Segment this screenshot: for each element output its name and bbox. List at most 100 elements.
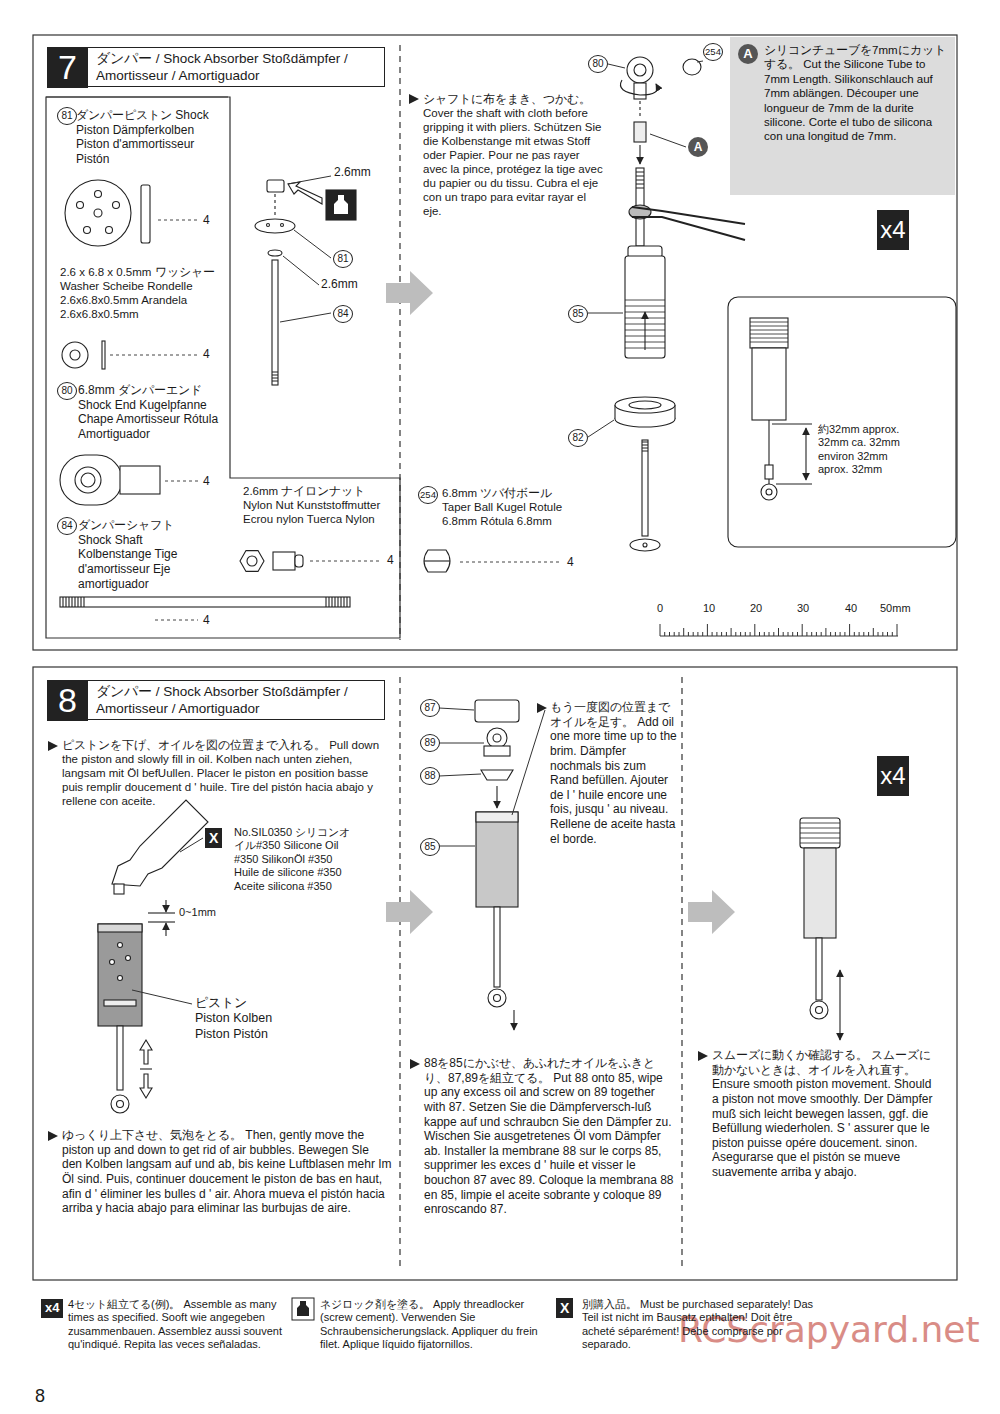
oil-fill-drawing <box>140 1074 152 1098</box>
shock-drawing <box>634 122 646 142</box>
note-box: Aシリコンチューブを7mmにカットする。 Cut the Silicone Tu… <box>730 37 955 195</box>
ruler <box>679 632 680 636</box>
callout-number: 88 <box>420 767 440 785</box>
ruler <box>830 632 831 636</box>
callout-number: 80 <box>57 382 77 400</box>
ruler <box>674 632 675 636</box>
part-drawing <box>60 455 122 505</box>
oil-fill-drawing <box>118 943 123 948</box>
ruler <box>764 632 765 636</box>
inset-drawing <box>750 318 788 348</box>
callout-number: 85 <box>420 838 440 856</box>
inset-drawing <box>776 483 812 484</box>
inset-drawing <box>768 479 769 484</box>
shock-assembled <box>816 938 822 1000</box>
shock-exploded <box>481 770 513 780</box>
leader-line <box>460 562 562 563</box>
inset-drawing <box>728 297 956 547</box>
part-drawing <box>273 552 295 570</box>
ruler <box>702 632 703 636</box>
label-text: 6.8mm ダンパーエンド Shock End Kugelpfanne Chap… <box>78 383 223 442</box>
label-text: 0~1mm <box>179 906 216 919</box>
leader-line <box>132 838 203 1004</box>
threadlock-icon <box>292 1298 314 1320</box>
shock-drawing <box>627 57 653 83</box>
flow-arrow <box>386 271 433 315</box>
step-number: 8 <box>47 680 88 721</box>
legend-text: 4セット組立てる(例)。 Assemble as many times as s… <box>68 1298 283 1352</box>
label-text: 50mm <box>880 602 911 615</box>
leader-line <box>280 176 331 322</box>
repeat-count: x4 <box>877 756 909 796</box>
ruler <box>721 632 722 636</box>
pointer-mark <box>48 741 58 751</box>
part-drawing <box>65 180 131 246</box>
leader-line <box>180 838 203 852</box>
label-text: ピストンを下げ、オイルを図の位置まで入れる。 Pull down the pis… <box>62 738 392 808</box>
label-text: 20 <box>750 602 762 615</box>
oil-fill-drawing <box>165 900 166 912</box>
ruler <box>683 628 684 636</box>
leader-line <box>288 176 331 184</box>
ruler <box>754 624 755 636</box>
panel-frame <box>33 35 957 650</box>
shock-drawing <box>642 440 648 536</box>
callout-letter: A <box>738 44 758 64</box>
panel-frame <box>33 667 957 1280</box>
panel-frame <box>46 96 228 97</box>
inset-drawing <box>750 322 788 342</box>
part-drawing <box>424 560 450 561</box>
shock-exploded <box>493 734 501 742</box>
shock-exploded <box>487 728 507 748</box>
pointer-mark <box>48 94 708 1141</box>
shock-assembled <box>816 1007 823 1014</box>
symbol-box: X <box>205 828 222 848</box>
ruler <box>892 632 893 636</box>
oil-fill-drawing <box>148 912 175 913</box>
piston-assembly <box>267 180 284 192</box>
step-header: 8ダンパー / Shock Absorber Stoßdämpfer / Amo… <box>47 680 385 720</box>
leader-line <box>439 708 545 846</box>
shock-assembled <box>800 818 840 1040</box>
shock-drawing <box>632 217 745 240</box>
symbol-box: X <box>556 1298 573 1318</box>
shock-drawing <box>629 401 661 409</box>
ruler <box>783 632 784 636</box>
flow-arrow <box>688 890 735 934</box>
shock-assembled <box>810 1001 828 1019</box>
ruler <box>806 632 807 636</box>
leader-line <box>608 64 625 68</box>
threadlock-icon <box>297 1301 309 1316</box>
oil-fill-drawing <box>104 1000 136 1006</box>
label-text: シャフトに布をまき、つかむ。 Cover the shaft with clot… <box>423 92 605 218</box>
ruler <box>863 632 864 636</box>
ruler <box>840 632 841 636</box>
shock-drawing <box>620 80 657 95</box>
callout-number: 80 <box>588 55 608 73</box>
oil-fill-drawing <box>98 924 142 1026</box>
pointer-mark <box>698 1051 708 1061</box>
label-text: スムーズに動くか確認する。 スムーズに動かないときは、オイルを入れ直す。 Ens… <box>712 1048 940 1180</box>
pointer-mark <box>409 94 419 104</box>
leader-line <box>588 313 623 314</box>
label-text: 4 <box>203 213 210 228</box>
leader-line <box>588 420 614 437</box>
callout-number: 85 <box>568 305 588 323</box>
ruler <box>664 632 665 636</box>
oil-fill-drawing <box>140 1068 152 1069</box>
shock-drawing <box>632 207 745 224</box>
flow-arrow <box>386 890 433 934</box>
piston-assembly <box>272 260 278 385</box>
ruler <box>669 632 670 636</box>
shock-drawing <box>636 172 644 188</box>
callout-number: 89 <box>420 734 440 752</box>
repeat-box: x4 <box>877 210 909 250</box>
inset-drawing <box>761 484 777 500</box>
shock-exploded <box>475 700 519 722</box>
panel-frame <box>399 677 400 1270</box>
callout-number: 81 <box>333 250 353 268</box>
leader-line <box>165 481 198 482</box>
ruler <box>735 632 736 636</box>
part-drawing <box>95 191 102 198</box>
ruler <box>859 632 860 636</box>
